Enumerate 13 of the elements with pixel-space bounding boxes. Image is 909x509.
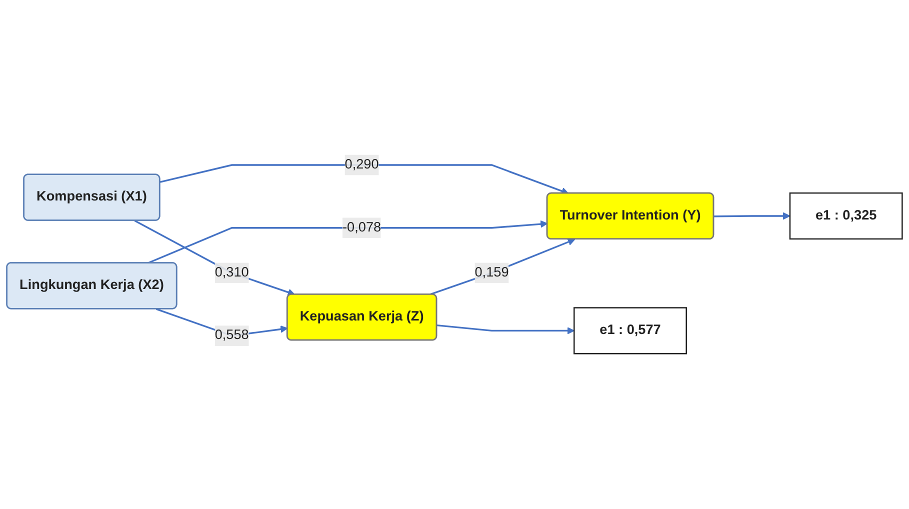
arrow <box>134 220 296 296</box>
edge-label: 0,310 <box>214 266 249 280</box>
arrow <box>147 220 548 264</box>
arrow <box>436 324 574 335</box>
arrow <box>714 212 790 220</box>
edge-label: 0,159 <box>474 266 509 280</box>
edge-label: 0,290 <box>344 158 379 172</box>
arrow <box>160 164 569 195</box>
node-box: e1 : 0,325 <box>789 192 903 240</box>
edge-label: 0,558 <box>214 328 249 343</box>
node-box: e1 : 0,577 <box>574 307 687 355</box>
edge-label: -0,078 <box>342 220 382 235</box>
arrow <box>429 238 576 296</box>
